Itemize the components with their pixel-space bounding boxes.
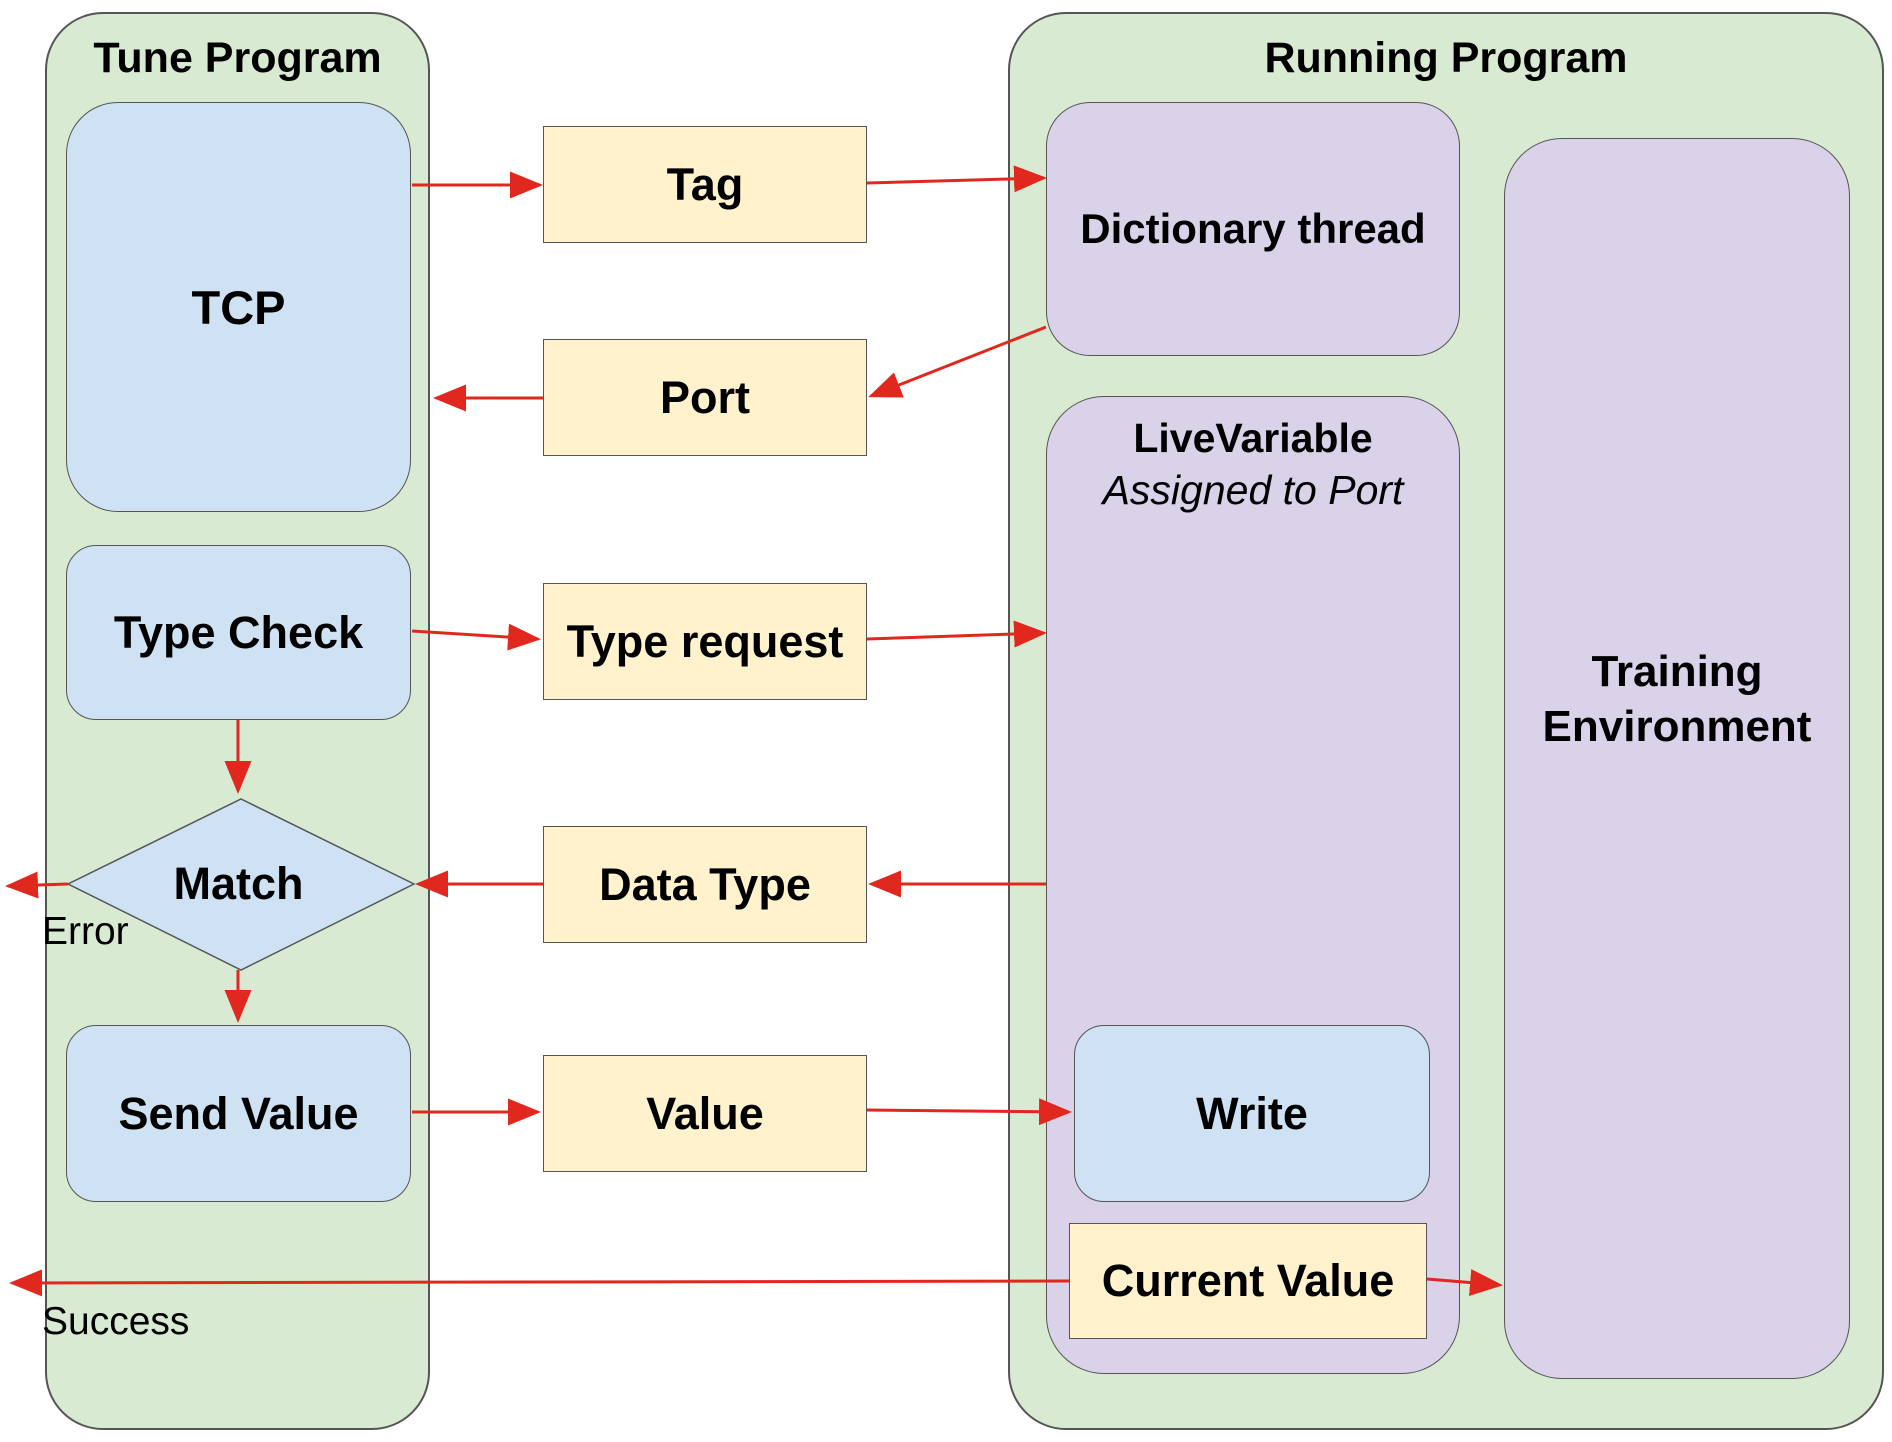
error-label: Error [42,910,129,953]
tcp-node: TCP [66,102,411,512]
port-message: Port [543,339,867,456]
arrow-currentvalue-to-success [9,1269,1070,1297]
current-value-message: Current Value [1069,1223,1427,1339]
arrow-currentvalue-to-training [1426,1269,1503,1296]
tag-message: Tag [543,126,867,243]
tune-program-title: Tune Program [93,34,382,82]
live-variable-node: LiveVariable Assigned to Port [1046,396,1460,1374]
match-diamond [66,798,416,971]
arrow-tag-to-dictionary [866,165,1047,193]
live-variable-title: LiveVariable [1133,415,1373,461]
success-label: Success [42,1300,190,1343]
type-request-message: Type request [543,583,867,700]
training-environment-label: Training Environment [1542,646,1812,751]
arrow-value-to-write [866,1098,1072,1126]
data-type-message: Data Type [543,826,867,943]
send-value-node: Send Value [66,1025,411,1202]
dictionary-thread-node: Dictionary thread [1046,102,1460,356]
live-variable-subtitle: Assigned to Port [1102,467,1404,513]
arrow-typecheck-to-typerequest [411,623,541,651]
training-environment-node: Training Environment [1504,138,1850,1379]
arrow-dictionary-to-port [868,325,1047,398]
type-check-node: Type Check [66,545,411,720]
arrow-match-to-error [5,871,69,899]
match-label: Match [173,858,304,909]
write-node: Write [1074,1025,1430,1202]
running-program-title: Running Program [1264,34,1628,82]
value-message: Value [543,1055,867,1172]
arrow-typerequest-to-livevariable [866,620,1047,648]
